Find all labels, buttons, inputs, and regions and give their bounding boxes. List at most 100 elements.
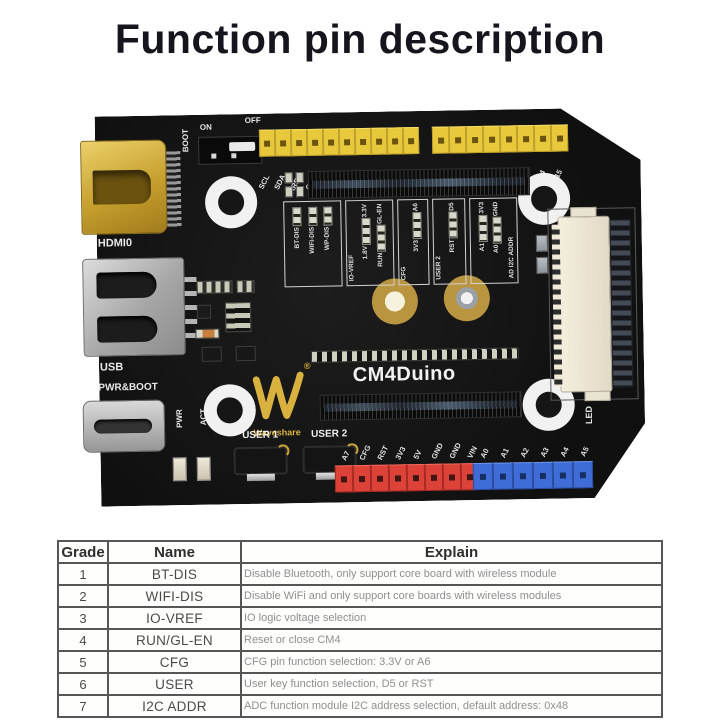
pin: A4 [552, 430, 574, 489]
boot-slide-switch [197, 135, 263, 165]
pin-socket [334, 465, 354, 493]
jumper-bottom-label: A0 [493, 245, 501, 254]
status-led-label: PWR [174, 409, 185, 428]
jumper-columns: 3.3V 1.8V GL-EN RUN [356, 203, 392, 284]
smd-resistor [535, 234, 549, 252]
pin: RST [370, 434, 390, 492]
explain-header: Explain [240, 540, 663, 564]
smd-chip [196, 304, 212, 319]
jumper-bottom-label: 1.8V [362, 246, 370, 260]
jumper-pads [412, 212, 422, 240]
ffc-slot [609, 219, 634, 388]
pin-hole [519, 472, 527, 479]
pin-label: A0 [478, 446, 491, 460]
user-button [233, 446, 288, 476]
pin-socket [533, 124, 552, 153]
pin-hole [280, 139, 287, 146]
smd-pad [284, 186, 294, 198]
pin-socket [338, 128, 356, 156]
pin: GND [424, 433, 445, 491]
name-cell: BT-DIS [107, 562, 242, 586]
jumper: GND A0 [492, 201, 502, 281]
name-cell: WIFI-DIS [107, 584, 242, 608]
usb-slot [96, 271, 157, 299]
grade-cell: 2 [57, 584, 109, 608]
pin-label: A5 [578, 444, 591, 458]
grade-cell: 6 [57, 672, 109, 696]
jumper-group-cfg: CFG A6 3V3 [397, 198, 430, 286]
usb-c-connector [82, 399, 166, 453]
pin-hole [408, 137, 415, 144]
jumper: WP-DIS [322, 204, 333, 284]
page-title: Function pin description [114, 16, 606, 62]
hdmi-slot [92, 169, 152, 205]
jumper-area: BT-DIS WIFI-DIS WP-DIS [283, 197, 519, 288]
pin: SCL [256, 129, 276, 210]
smd-component [196, 280, 233, 294]
pin-socket [388, 464, 408, 492]
power-port-label: PWR&BOOT [98, 381, 158, 394]
table-row: 7 I2C ADDR ADC function module I2C addre… [57, 694, 663, 718]
pin-socket [274, 129, 292, 157]
ffc-latch [584, 390, 611, 402]
pin-hole [296, 139, 303, 146]
pin-socket [370, 464, 390, 492]
pin-hole [505, 135, 512, 143]
boot-switch-label: BOOT [180, 129, 191, 153]
table-row: 4 RUN/GL-EN Reset or close CM4 [57, 628, 663, 652]
jumper-top-label: GND [492, 201, 500, 217]
jumper-group-i2c-addr: 3V3 A1 GND A0 AD I2C ADDR [469, 197, 519, 285]
boot-off-label: OFF [244, 115, 261, 126]
cm4-b2b-connector-top [307, 167, 531, 199]
pin-hole [559, 472, 566, 479]
jumper-top-label: GL-EN [375, 203, 384, 225]
pin-socket [402, 127, 420, 155]
jumper-side-label: AD I2C ADDR [507, 236, 516, 279]
table-row: 2 WIFI-DIS Disable WiFi and only support… [57, 584, 663, 608]
usb-port-label: USB [99, 361, 124, 374]
pin-label: A3 [538, 445, 551, 459]
jumper-group-disable: BT-DIS WIFI-DIS WP-DIS [283, 200, 343, 288]
pin: GND [442, 432, 463, 491]
jumper-columns: 3V3 A1 GND A0 [472, 200, 508, 281]
pin-socket [370, 127, 388, 155]
jumper-side-label: USER 2 [435, 256, 443, 280]
jumper-pads [361, 218, 371, 246]
jumper-pads [376, 224, 386, 253]
name-header: Name [107, 540, 242, 564]
jumper-pads [292, 207, 302, 227]
pin-socket [431, 126, 450, 154]
smd-pads [284, 172, 305, 198]
table-row: 1 BT-DIS Disable Bluetooth, only support… [57, 562, 663, 586]
boot-on-label: ON [199, 122, 212, 132]
jumper: GL-EN RUN [376, 203, 386, 283]
pin: 3V3 [388, 433, 408, 492]
hdmi-pins [166, 151, 182, 228]
explain-cell: Disable Bluetooth, only support core boa… [240, 562, 663, 586]
pin-hole [392, 137, 399, 144]
table-row: 3 IO-VREF IO logic voltage selection [57, 606, 663, 630]
jumper-bottom-label: 3V3 [412, 240, 421, 253]
pin-label: A7 [339, 448, 352, 462]
pin: A1 [492, 431, 514, 490]
pin-socket [550, 124, 569, 152]
pin-label: SCL [256, 173, 272, 191]
pin-socket [424, 463, 444, 491]
waveshare-logo [246, 363, 307, 426]
pin-socket [258, 129, 276, 157]
pin-label: A1 [498, 446, 511, 459]
jumper: 3.3V 1.8V [361, 203, 371, 283]
pin-socket [572, 461, 594, 489]
pin-socket [516, 125, 535, 153]
jumper-pads [322, 206, 333, 226]
name-cell: USER [107, 672, 242, 696]
pin-label: 5V [411, 448, 424, 461]
grade-cell: 7 [57, 694, 109, 718]
pin-hole [376, 475, 384, 482]
table-header-row: Grade Name Explain [57, 540, 663, 564]
jumper-side-label: IO-VREF [348, 254, 356, 282]
jumper-bottom-label: RUN [376, 252, 385, 268]
pin-label: 3V3 [393, 444, 408, 461]
pin: A2 [512, 431, 534, 490]
power-header-red: A7 CFG RST 3V3 5 [334, 432, 480, 493]
